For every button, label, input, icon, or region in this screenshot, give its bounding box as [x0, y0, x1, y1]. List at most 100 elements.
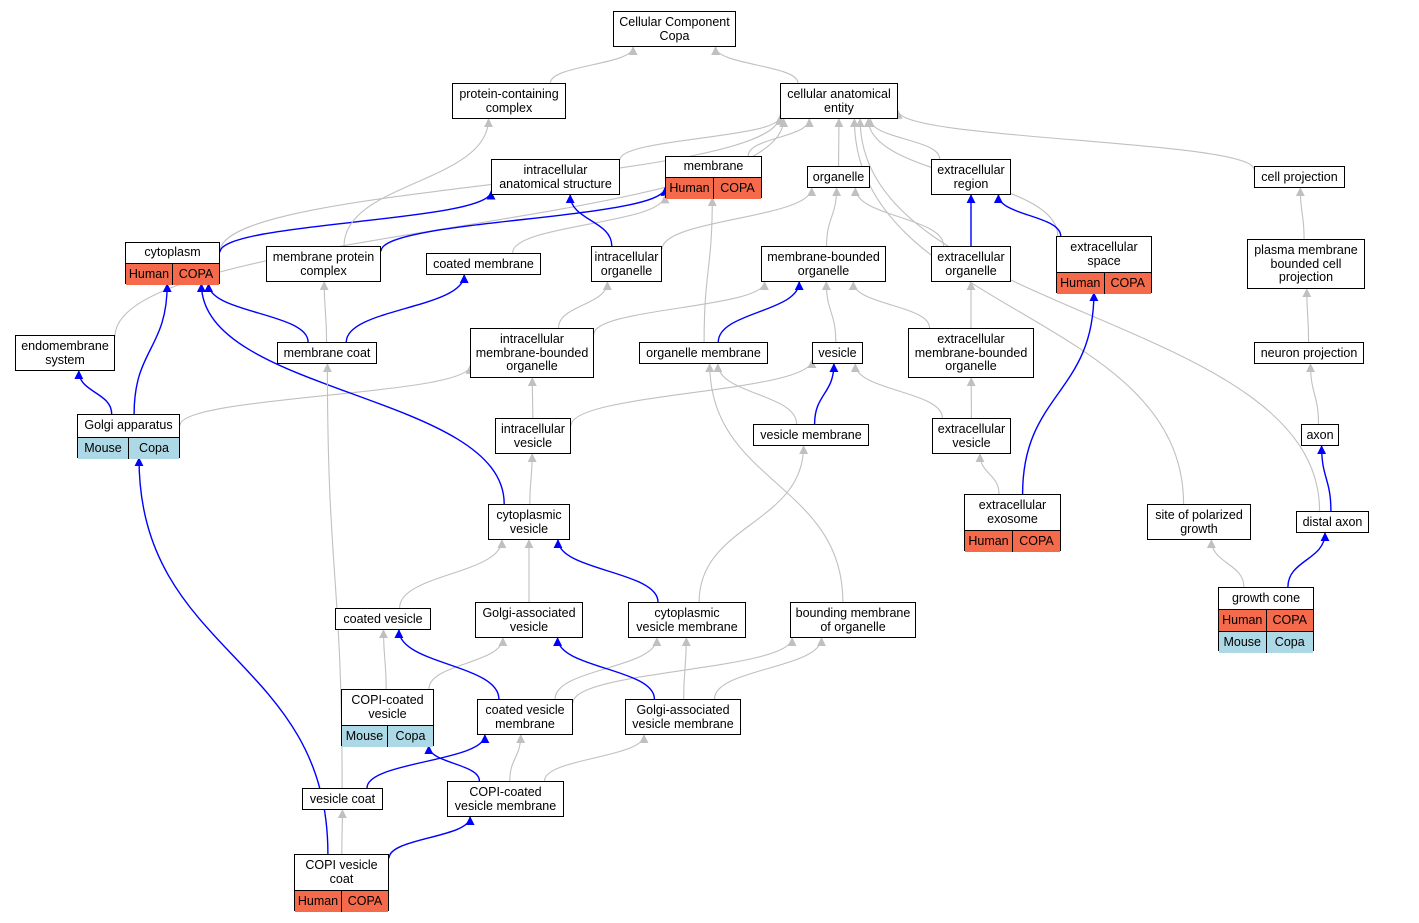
node-intracellular-vesicle: intracellular vesicle	[495, 418, 571, 454]
edge-is-a-copivm-to-gavm	[543, 734, 649, 782]
node-copi-coated-vesicle-membrane: COPI-coated vesicle membrane	[447, 781, 564, 817]
edge-is-a-imbo-to-io	[557, 281, 612, 329]
edge-is-a-ga-to-imbo	[179, 364, 475, 426]
edge-is-a-np-to-pmbcp	[1302, 288, 1312, 343]
node-label: organelle membrane	[646, 345, 761, 360]
edge-part-of-cyt-to-ias	[219, 190, 496, 253]
gene-cell: Copa	[1265, 632, 1313, 653]
node-label: coated vesicle membrane	[485, 703, 565, 731]
node-label: Golgi-associated vesicle membrane	[632, 703, 734, 731]
species-cell: Human	[965, 531, 1012, 552]
edge-is-a-cv-to-iv	[527, 453, 537, 505]
gene-cell: COPA	[1265, 610, 1313, 631]
edge-part-of-mc-to-cyt	[204, 283, 309, 343]
edge-part-of-io-to-ias	[565, 194, 613, 247]
node-cellular-anatomical-entity: cellular anatomical entity	[780, 83, 898, 119]
node-label: axon	[1306, 427, 1334, 442]
node-label: membrane-bounded organelle	[767, 250, 880, 278]
edge-is-a-embo-to-mbo	[848, 281, 931, 329]
edge-is-a-pmbcp-to-cp	[1295, 187, 1305, 240]
node-intracellular-anatomical-structure: intracellular anatomical structure	[491, 159, 620, 195]
node-intracellular-organelle: intracellular organelle	[591, 246, 662, 282]
edge-part-of-vm-to-ves	[813, 363, 839, 425]
edge-is-a-cvm-to-vm	[698, 445, 809, 603]
node-label: membrane coat	[283, 345, 371, 360]
edge-part-of-om-to-mbo	[717, 281, 804, 343]
node-site-of-polarized-growth: site of polarized growth	[1147, 504, 1251, 540]
node-label: extracellular region	[937, 163, 1005, 191]
node-extracellular-region: extracellular region	[931, 159, 1011, 195]
species-cell: Mouse	[1219, 632, 1266, 653]
node-label: membrane	[683, 159, 744, 174]
edge-is-a-ems-to-cae	[114, 118, 789, 337]
edge-is-a-copivm-to-cvem	[509, 734, 526, 782]
edge-is-a-da-to-cae	[855, 118, 1321, 512]
node-extracellular-organelle: extracellular organelle	[931, 246, 1011, 282]
node-membrane-coat: membrane coat	[277, 342, 377, 364]
edge-part-of-gc-to-da	[1287, 532, 1330, 588]
node-label: intracellular vesicle	[501, 422, 565, 450]
node-label: extracellular exosome	[978, 498, 1047, 526]
node-label: coated membrane	[433, 256, 534, 271]
node-label: cellular anatomical entity	[787, 87, 891, 115]
gene-cell: Copa	[128, 438, 179, 459]
species-cell: Human	[666, 178, 713, 199]
gene-cell: COPA	[341, 891, 388, 912]
node-endomembrane-system: endomembrane system	[15, 335, 115, 371]
edge-is-a-ias-to-cae	[619, 115, 785, 160]
node-label: Cellular Component Copa	[619, 15, 730, 43]
species-cell: Human	[1057, 273, 1104, 294]
edge-is-a-vc-to-mc	[322, 363, 343, 789]
edge-is-a-imbo-to-mbo	[593, 281, 769, 335]
node-cellular-component-copa: Cellular Component Copa	[613, 11, 736, 47]
node-label: extracellular vesicle	[937, 422, 1006, 450]
gene-cell: COPA	[713, 178, 761, 199]
node-plasma-membrane-bounded-cell-projection: plasma membrane bounded cell projection	[1247, 239, 1365, 289]
node-label: plasma membrane bounded cell projection	[1254, 243, 1358, 285]
node-label: Golgi apparatus	[84, 418, 173, 433]
species-cell: Human	[126, 264, 172, 285]
edge-is-a-cvs-to-cv	[399, 539, 507, 609]
node-label: intracellular membrane-bounded organelle	[475, 332, 589, 374]
node-label: cytoplasmic vesicle	[496, 508, 562, 536]
species-cell: Mouse	[78, 438, 128, 459]
node-axon: axon	[1301, 424, 1339, 446]
gene-cell: COPA	[172, 264, 219, 285]
species-cell: Human	[1219, 610, 1266, 631]
node-bounding-membrane-of-organelle: bounding membrane of organelle	[790, 602, 916, 638]
edge-part-of-es-to-exr	[993, 194, 1062, 237]
edge-is-a-cae-to-cc	[711, 46, 799, 84]
edge-part-of-copivm-to-copiv	[424, 745, 481, 782]
node-membrane-protein-complex: membrane protein complex	[266, 246, 381, 282]
edge-part-of-gavm-to-gav	[553, 637, 656, 700]
edge-part-of-cv-to-cyt	[196, 283, 505, 505]
edge-is-a-pcc-to-cc	[549, 46, 638, 84]
node-label: extracellular space	[1070, 240, 1138, 268]
edge-is-a-gc-to-spg	[1206, 539, 1245, 588]
node-label: vesicle membrane	[760, 427, 862, 442]
node-label: vesicle	[818, 345, 857, 360]
species-cell: Human	[295, 891, 341, 912]
edge-is-a-mc-to-mpc	[319, 281, 329, 343]
edge-part-of-cvem-to-cvs	[394, 629, 500, 700]
edge-is-a-ves-to-mbo	[821, 281, 837, 343]
edge-is-a-cvem-to-bmo	[572, 637, 797, 703]
edge-part-of-exo-to-es	[1021, 292, 1099, 495]
edge-is-a-mbo-to-org	[826, 187, 842, 247]
node-organelle-membrane: organelle membrane	[639, 342, 768, 364]
edge-is-a-exr-to-cae	[865, 118, 941, 160]
node-label: cytoplasm	[144, 245, 201, 260]
node-distal-axon: distal axon	[1296, 511, 1369, 533]
